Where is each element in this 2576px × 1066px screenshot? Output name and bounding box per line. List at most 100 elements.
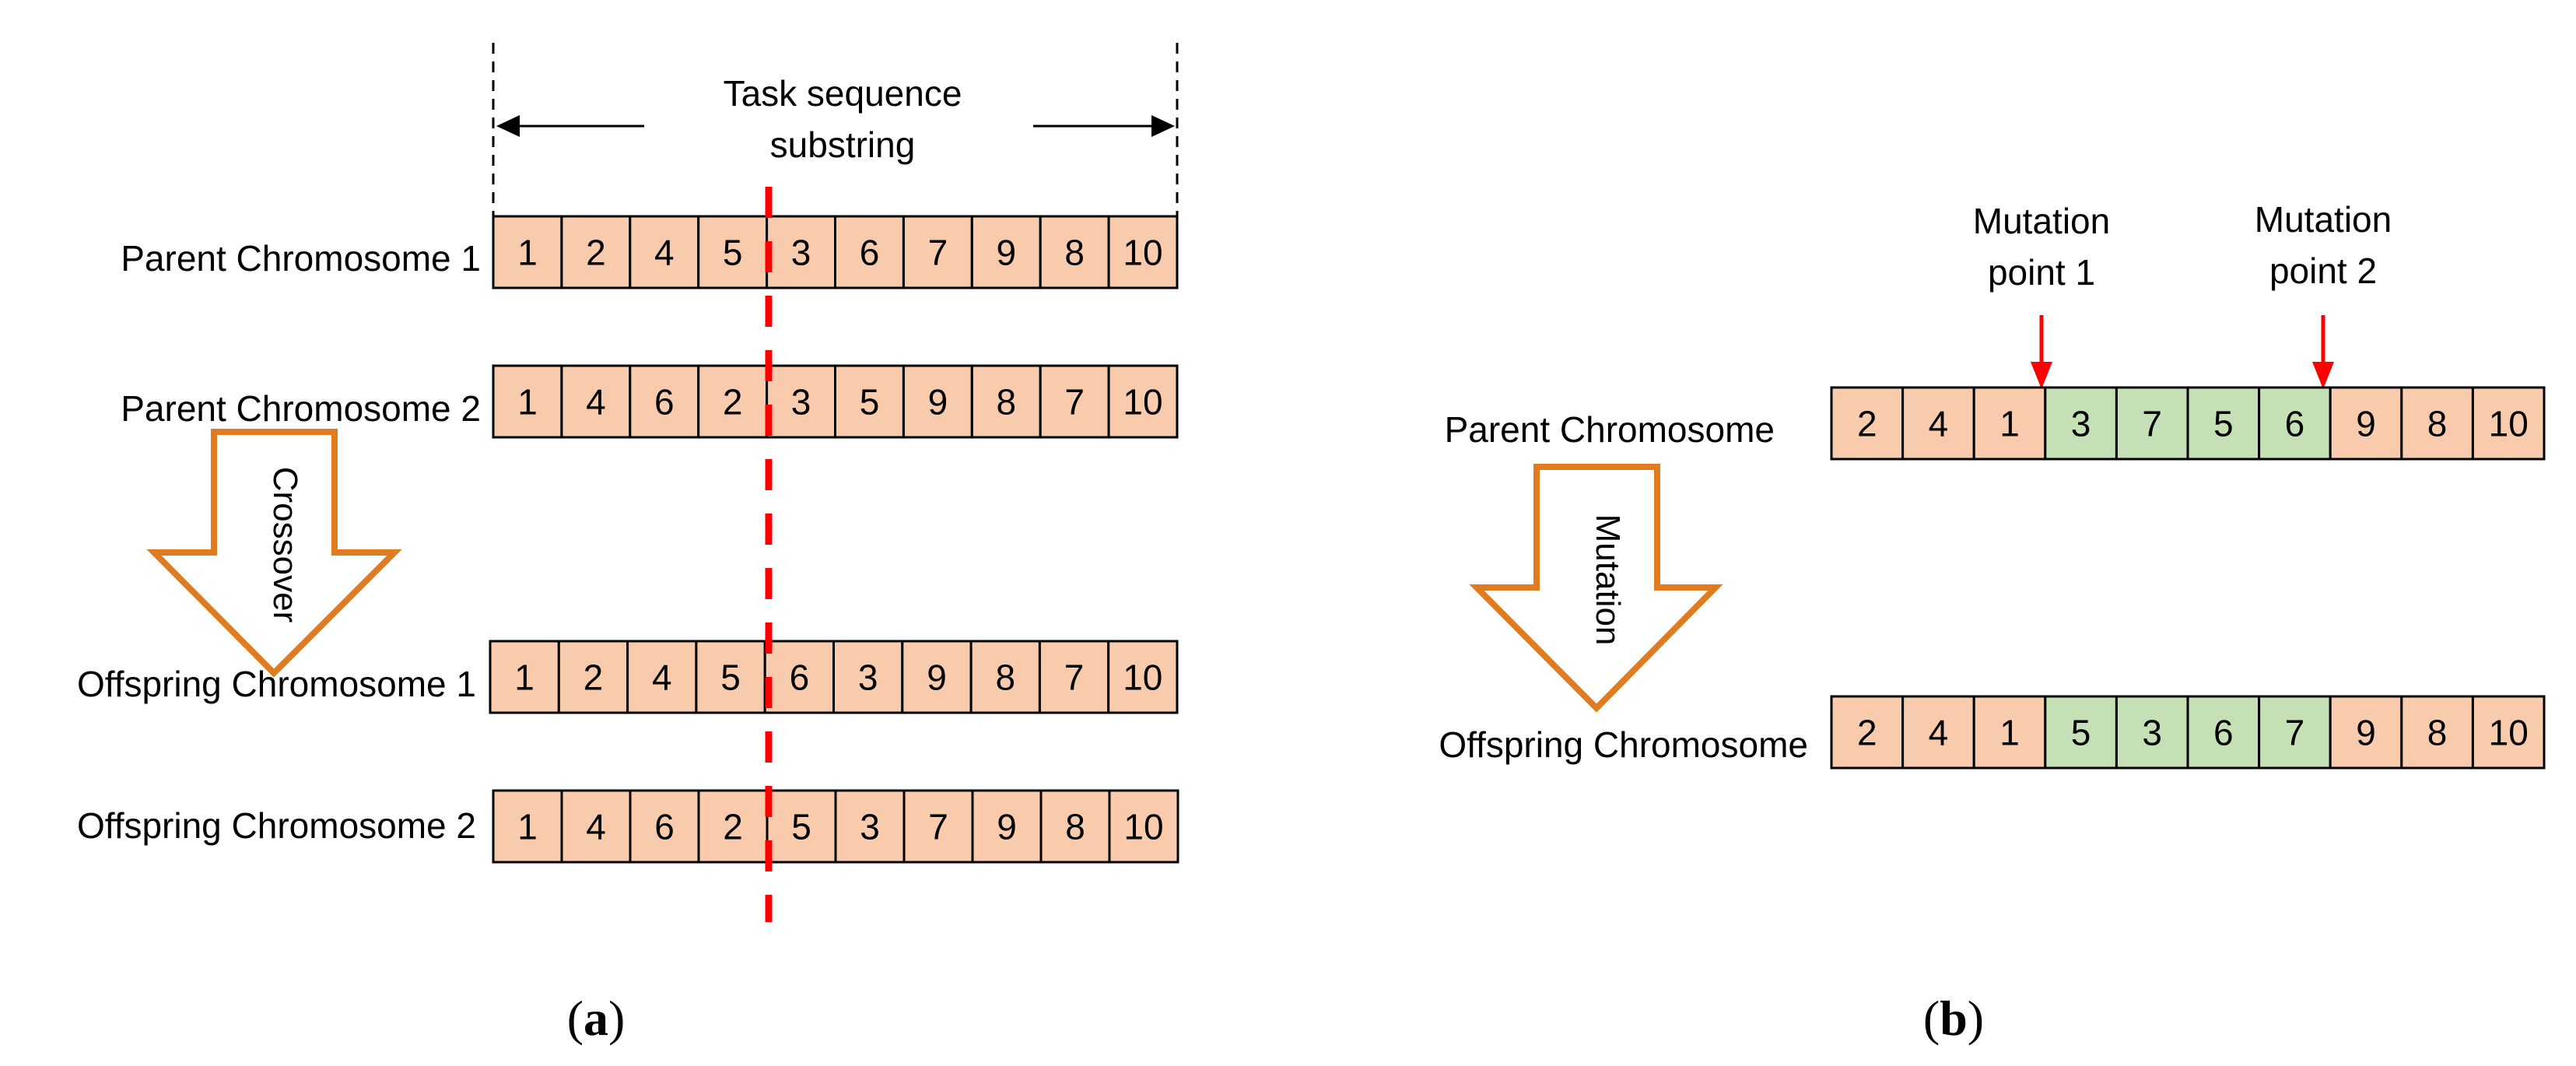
gene-value: 10 <box>1123 382 1162 423</box>
mutated-gene-cell <box>2044 695 2118 770</box>
gene-value: 2 <box>584 657 604 698</box>
gene-value: 6 <box>2213 713 2234 753</box>
gene-cell <box>1038 640 1110 714</box>
gene-value: 5 <box>791 807 811 847</box>
gene-cell <box>902 215 973 289</box>
gene-value: 5 <box>2071 713 2091 753</box>
gene-value: 4 <box>652 657 672 698</box>
gene-cell <box>697 215 769 289</box>
gene-value: 9 <box>997 233 1017 273</box>
gene-value: 1 <box>514 657 534 698</box>
gene-value: 9 <box>997 807 1017 847</box>
gene-value: 4 <box>1929 713 1949 753</box>
gene-cell <box>1972 386 2047 461</box>
mutation-point-2-arrowhead <box>2312 362 2334 389</box>
gene-value: 8 <box>2427 404 2448 444</box>
gene-value: 5 <box>2213 404 2234 444</box>
gene-cell <box>492 215 563 289</box>
mutated-gene-cell <box>2186 386 2261 461</box>
gene-value: 7 <box>1064 382 1085 423</box>
gene-cell <box>2471 695 2546 770</box>
chromosome-label: Parent Chromosome 2 <box>121 388 481 429</box>
gene-value: 9 <box>927 657 947 698</box>
gene-cell <box>832 640 904 714</box>
crossover-arrow <box>146 429 402 678</box>
chromosome-label: Offspring Chromosome <box>1439 724 1808 765</box>
gene-value: 1 <box>517 233 538 273</box>
mutation-point-2-label-line1: Mutation <box>2255 199 2392 240</box>
gene-cell <box>1039 364 1110 439</box>
gene-cell <box>1107 640 1179 714</box>
gene-value: 6 <box>860 233 880 273</box>
gene-value: 1 <box>517 807 538 847</box>
gene-value: 1 <box>1999 404 2020 444</box>
gene-cell <box>766 364 836 439</box>
gene-cell <box>763 640 836 714</box>
gene-value: 8 <box>1065 807 1085 847</box>
gene-cell <box>1039 215 1110 289</box>
mutated-gene-cell <box>2115 695 2189 770</box>
gene-value: 7 <box>928 807 948 847</box>
gene-value: 2 <box>723 807 743 847</box>
gene-value: 10 <box>1123 807 1163 847</box>
gene-value: 1 <box>517 382 538 423</box>
gene-cell <box>1830 695 1905 770</box>
gene-cell <box>971 789 1043 864</box>
chromosome-label: Parent Chromosome 1 <box>121 238 481 279</box>
gene-value: 10 <box>2489 404 2529 444</box>
gene-cell <box>557 640 629 714</box>
gene-value: 6 <box>654 382 675 423</box>
gene-cell <box>834 215 905 289</box>
mutation-point-1-label-line1: Mutation <box>1973 201 2110 241</box>
gene-value: 9 <box>928 382 948 423</box>
gene-value: 10 <box>1123 233 1162 273</box>
gene-value: 2 <box>1857 713 1877 753</box>
mutation-label: Mutation <box>1589 514 1627 646</box>
gene-value: 3 <box>2071 404 2091 444</box>
gene-cell <box>489 640 560 714</box>
gene-value: 3 <box>2142 713 2162 753</box>
gene-value: 2 <box>1857 404 1877 444</box>
panel-b-caption: (b) <box>1923 991 1984 1046</box>
crossover-label: Crossover <box>266 467 304 623</box>
gene-value: 8 <box>996 657 1016 698</box>
mutated-gene-cell <box>2044 386 2118 461</box>
gene-value: 7 <box>2285 713 2305 753</box>
gene-value: 4 <box>1929 404 1949 444</box>
gene-cell <box>970 215 1042 289</box>
gene-cell <box>2400 695 2474 770</box>
gene-cell <box>834 364 905 439</box>
gene-value: 6 <box>2285 404 2305 444</box>
gene-value: 9 <box>2356 404 2376 444</box>
gene-cell <box>969 640 1041 714</box>
substring-arrowhead-right <box>1151 115 1175 137</box>
gene-value: 1 <box>1999 713 2020 753</box>
gene-value: 3 <box>791 233 811 273</box>
mutation-point-1-arrowhead <box>2031 362 2052 389</box>
panel-b-letter: b <box>1940 991 1968 1046</box>
gene-value: 4 <box>654 233 675 273</box>
gene-value: 3 <box>791 382 811 423</box>
mutation-arrow <box>1469 464 1723 713</box>
gene-value: 8 <box>1064 233 1085 273</box>
gene-cell <box>970 364 1042 439</box>
gene-cell <box>1901 386 1975 461</box>
panel-a-caption: (a) <box>567 991 626 1046</box>
mutation-point-2-label-line2: point 2 <box>2269 251 2377 291</box>
gene-cell <box>1901 695 1975 770</box>
gene-cell <box>560 364 632 439</box>
gene-cell <box>2329 695 2403 770</box>
gene-cell <box>492 364 563 439</box>
gene-value: 5 <box>720 657 741 698</box>
gene-value: 5 <box>723 233 743 273</box>
gene-value: 6 <box>790 657 810 698</box>
gene-value: 9 <box>2356 713 2376 753</box>
gene-cell <box>902 364 973 439</box>
gene-cell <box>2471 386 2546 461</box>
